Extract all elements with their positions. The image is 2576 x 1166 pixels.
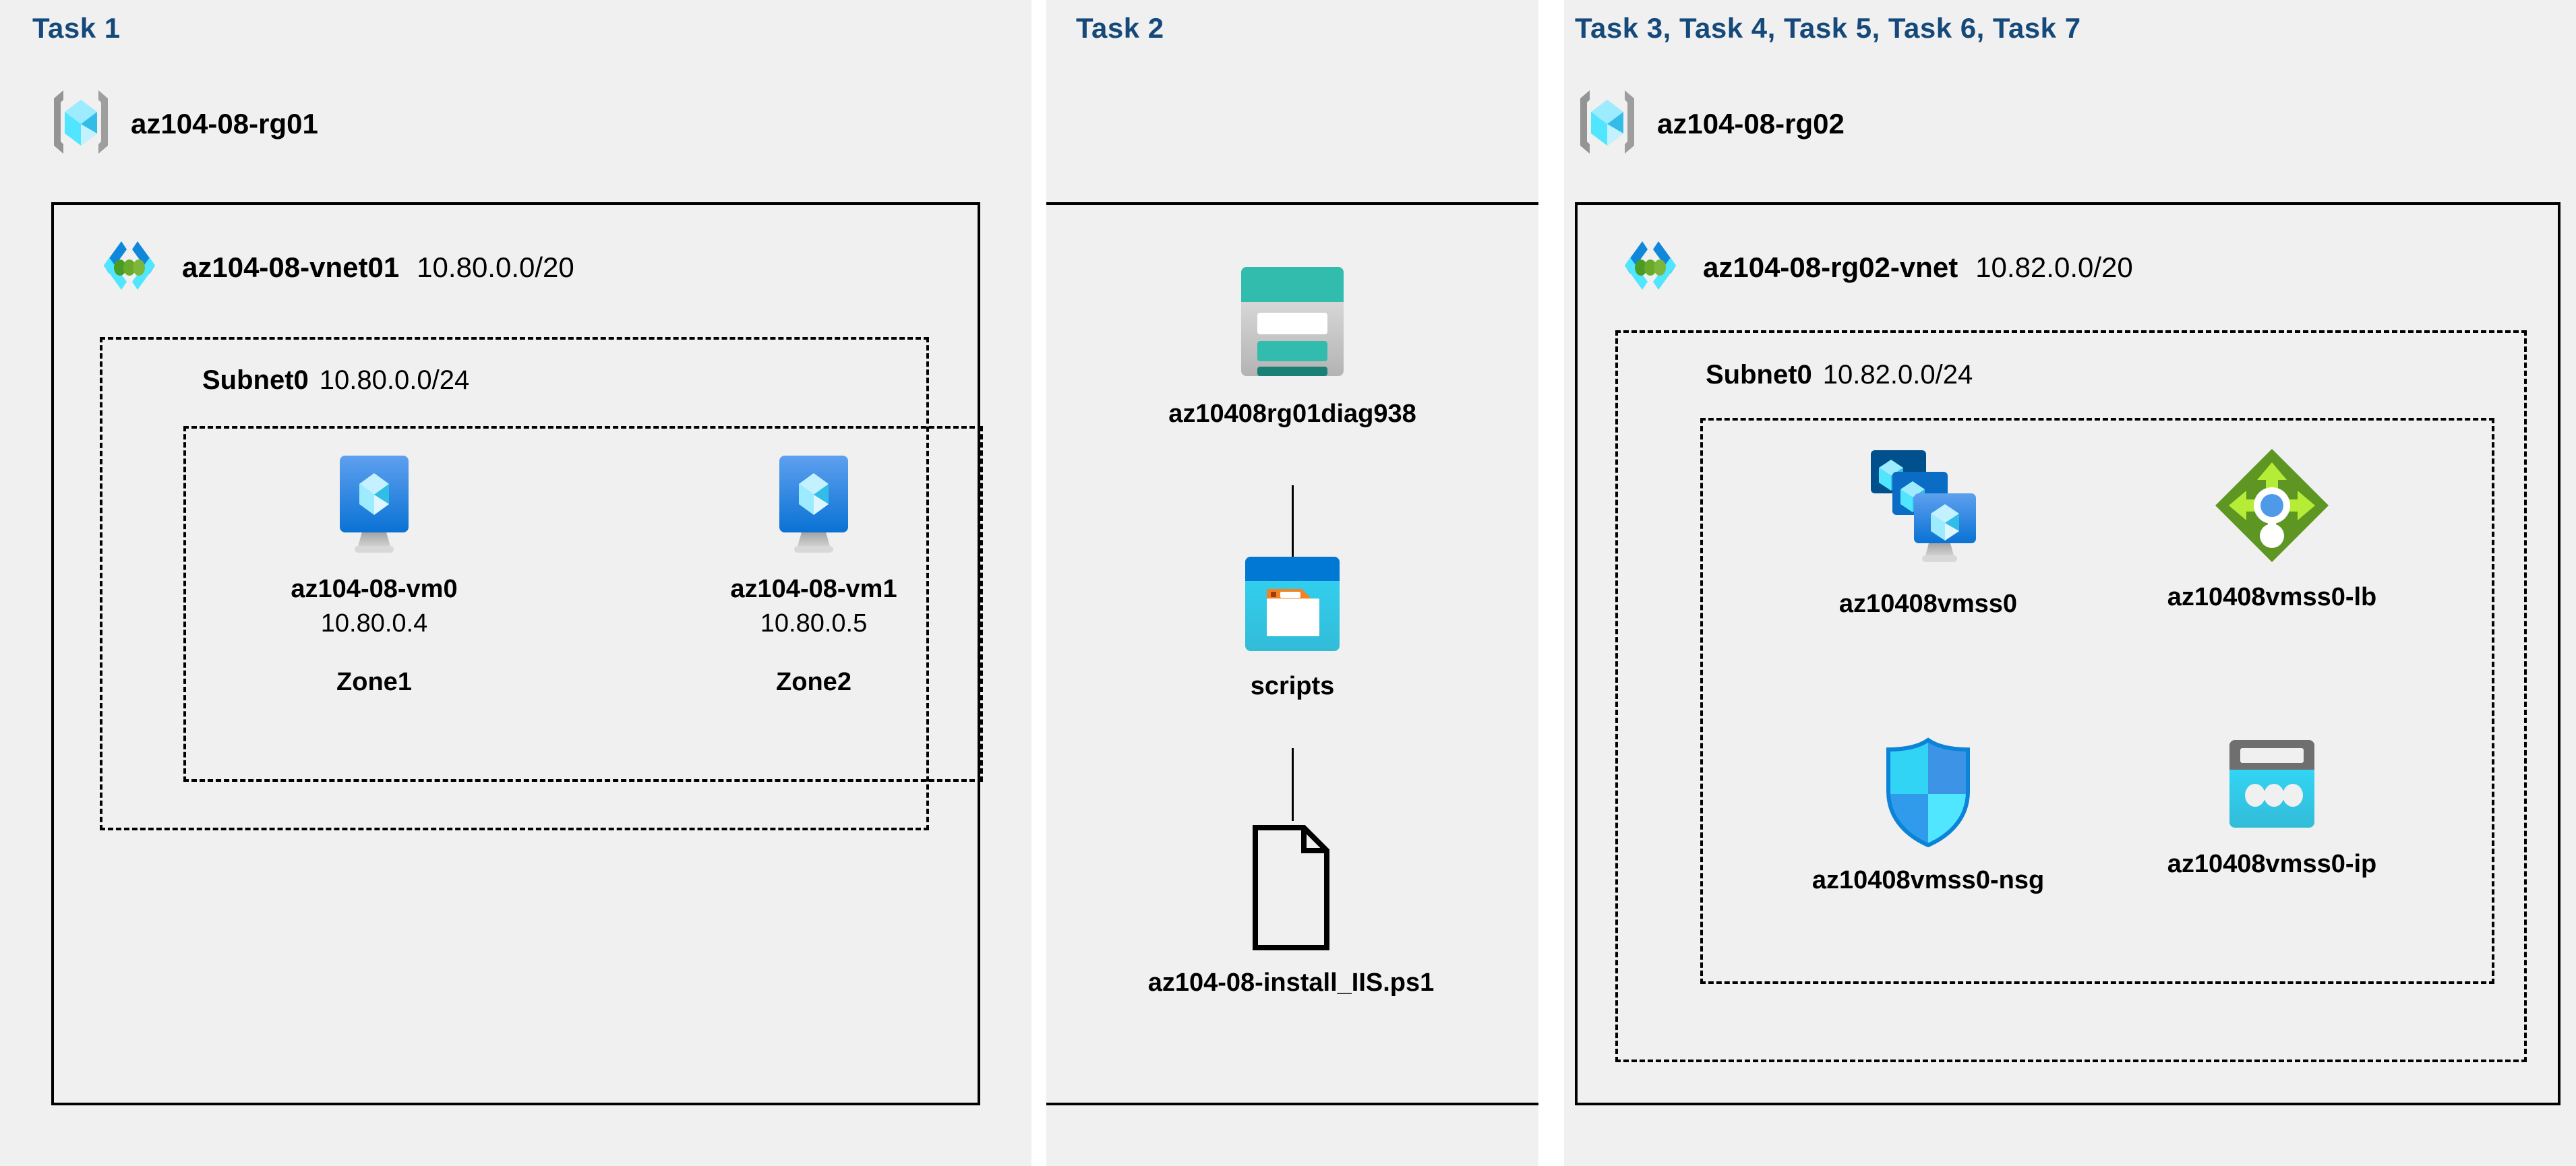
vm-scale-set-node: az10408vmss0 (1766, 445, 2090, 619)
resource-group-icon (1575, 86, 1640, 161)
blob-container-node: scripts (1181, 553, 1404, 701)
vnet-boundary-rg02-vnet (1575, 202, 2560, 1105)
virtual-machine-icon (760, 453, 867, 561)
vm-node-az104-08-vm1: az104-08-vm1 10.80.0.5 Zone2 (702, 453, 925, 697)
vm-node-az104-08-vm0: az104-08-vm0 10.80.0.4 Zone1 (263, 453, 485, 697)
panel-task-1 (0, 0, 1031, 1166)
virtual-network-rg02-vnet: az104-08-rg02-vnet 10.82.0.0/20 (1615, 237, 2133, 297)
vm-ip: 10.80.0.4 (320, 609, 428, 638)
vm-scale-set-icon (1864, 445, 1992, 576)
resource-group-rg01: az104-08-rg01 (49, 86, 318, 161)
vm-zone: Zone2 (776, 668, 851, 696)
connector-storage-to-container (1292, 485, 1294, 558)
connector-container-to-file (1292, 748, 1294, 821)
file-node: az104-08-install_IIS.ps1 (1079, 824, 1503, 998)
task2-boundary (1046, 202, 1538, 1105)
panel-task-3-7 (1564, 0, 2576, 1166)
subnet-cidr: 10.82.0.0/24 (1822, 360, 1973, 390)
subnet-resources-boundary (1700, 418, 2494, 984)
vm-zone: Zone1 (336, 668, 412, 696)
virtual-network-icon (1615, 237, 1685, 297)
availability-zones-boundary (183, 426, 983, 782)
public-ip-address-icon (2221, 735, 2323, 836)
network-security-group-icon (1878, 735, 1979, 853)
vm-ip: 10.80.0.5 (760, 609, 868, 638)
resource-group-name: az104-08-rg01 (131, 107, 318, 140)
subnet-boundary-task3to7 (1615, 330, 2527, 1062)
public-ip-address-node: az10408vmss0-ip (2110, 735, 2434, 879)
vm-name: az104-08-vm1 (730, 575, 897, 603)
storage-account-name: az10408rg01diag938 (1168, 400, 1416, 428)
task-3-7-label: Task 3, Task 4, Task 5, Task 6, Task 7 (1575, 12, 2081, 44)
vnet-cidr: 10.80.0.0/20 (417, 251, 574, 283)
load-balancer-node: az10408vmss0-lb (2110, 445, 2434, 612)
blob-container-name: scripts (1250, 672, 1335, 700)
task-1-label: Task 1 (32, 12, 121, 44)
vnet-boundary-vnet01 (51, 202, 980, 1105)
subnet-name: Subnet0 (1706, 360, 1812, 390)
network-security-group-node: az10408vmss0-nsg (1766, 735, 2090, 895)
resource-group-icon (49, 86, 113, 161)
vnet-name: az104-08-rg02-vnet (1703, 251, 1958, 283)
resource-group-rg02: az104-08-rg02 (1575, 86, 1845, 161)
vnet-name: az104-08-vnet01 (182, 251, 400, 283)
vm-name: az104-08-vm0 (291, 575, 458, 603)
blob-container-icon (1241, 553, 1344, 658)
vnet-cidr: 10.82.0.0/20 (1975, 251, 2133, 283)
vm-scale-set-name: az10408vmss0 (1838, 590, 2018, 618)
load-balancer-name: az10408vmss0-lb (2167, 583, 2377, 611)
virtual-network-icon (94, 237, 164, 297)
subnet-cidr: 10.80.0.0/24 (319, 365, 470, 395)
subnet-label-task1: Subnet0 10.80.0.0/24 (202, 365, 469, 396)
storage-account-node: az10408rg01diag938 (1120, 262, 1464, 429)
resource-group-name: az104-08-rg02 (1657, 107, 1845, 140)
virtual-network-vnet01: az104-08-vnet01 10.80.0.0/20 (94, 237, 574, 297)
file-name: az104-08-install_IIS.ps1 (1147, 969, 1435, 997)
subnet-boundary-task1 (100, 337, 929, 830)
file-icon (1250, 824, 1332, 955)
public-ip-address-name: az10408vmss0-ip (2167, 850, 2377, 878)
task-2-label: Task 2 (1076, 12, 1164, 44)
subnet-label-task3to7: Subnet0 10.82.0.0/24 (1706, 360, 1973, 390)
virtual-machine-icon (321, 453, 427, 561)
storage-account-icon (1232, 262, 1353, 386)
load-balancer-icon (2211, 445, 2333, 570)
network-security-group-name: az10408vmss0-nsg (1811, 866, 2045, 894)
subnet-name: Subnet0 (202, 365, 309, 395)
